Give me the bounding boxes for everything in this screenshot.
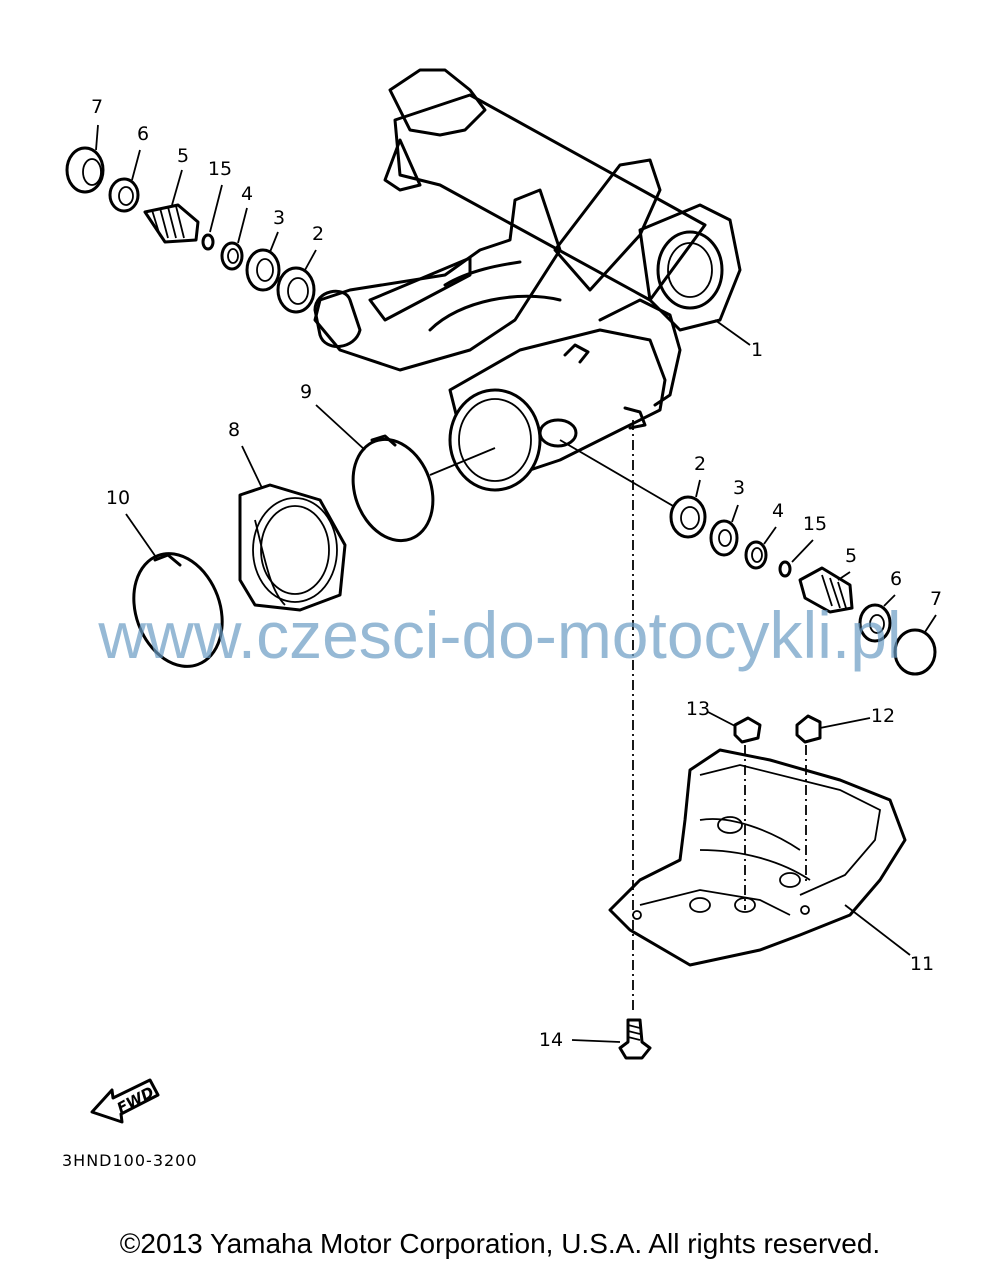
diagram-code: 3HND100-3200 xyxy=(62,1151,198,1170)
callout-part-2: 2 xyxy=(312,223,324,245)
callout-part-7: 7 xyxy=(930,588,942,610)
boot-and-clamps xyxy=(125,404,496,668)
callout-part-3: 3 xyxy=(733,477,745,499)
swing-arm xyxy=(313,68,751,492)
callout-part-9: 9 xyxy=(300,381,312,403)
callout-part-10: 10 xyxy=(106,487,130,509)
watermark-text: www.czesci-do-motocykli.pl xyxy=(97,598,901,672)
copyright-notice: ©2013 Yamaha Motor Corporation, U.S.A. A… xyxy=(119,1228,881,1259)
right-pivot-parts xyxy=(559,439,937,676)
callout-part-1: 1 xyxy=(751,339,763,361)
callout-part-3: 3 xyxy=(273,207,285,229)
callout-part-11: 11 xyxy=(910,953,934,975)
callout-part-15: 15 xyxy=(803,513,827,535)
callout-part-8: 8 xyxy=(228,419,240,441)
callout-part-4: 4 xyxy=(772,500,784,522)
callout-part-14: 14 xyxy=(539,1029,563,1051)
callout-part-13: 13 xyxy=(686,698,710,720)
callout-part-4: 4 xyxy=(241,183,253,205)
callout-part-5: 5 xyxy=(177,145,189,167)
callout-part-6: 6 xyxy=(890,568,902,590)
skid-plate xyxy=(571,420,911,1060)
callout-part-7: 7 xyxy=(91,96,103,118)
left-pivot-parts xyxy=(65,124,317,314)
callout-part-12: 12 xyxy=(871,705,895,727)
fwd-arrow-icon: FWD xyxy=(90,1078,160,1124)
callout-part-2: 2 xyxy=(694,453,706,475)
callout-part-6: 6 xyxy=(137,123,149,145)
callout-part-15: 15 xyxy=(208,158,232,180)
callout-part-5: 5 xyxy=(845,545,857,567)
